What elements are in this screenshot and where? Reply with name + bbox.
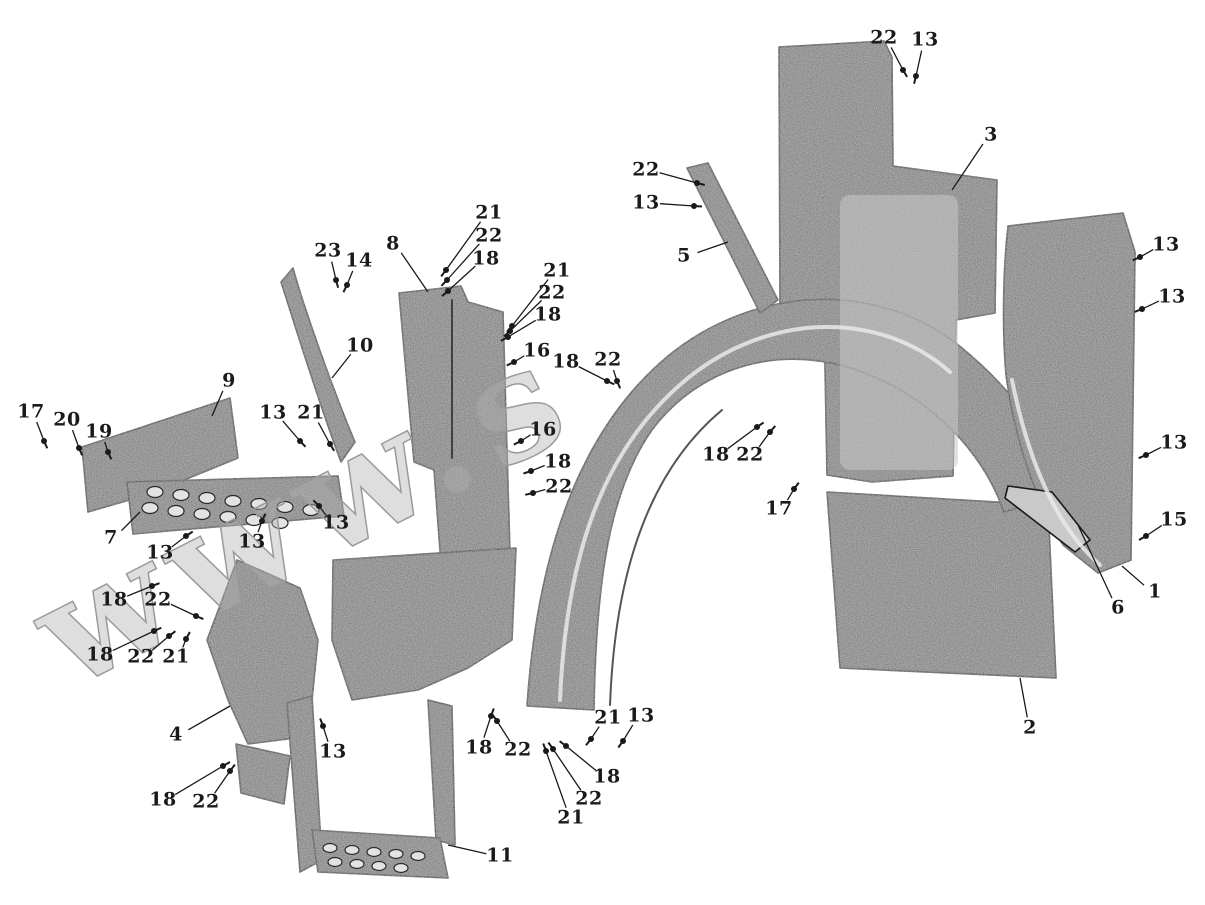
part-stay-strip bbox=[280, 267, 356, 463]
part-step-box-right-wall bbox=[427, 699, 456, 846]
callout-label-18: 18 bbox=[702, 443, 730, 466]
part-fender-side bbox=[1002, 212, 1136, 574]
callout-label-13: 13 bbox=[632, 191, 660, 214]
callout-label-8: 8 bbox=[386, 232, 400, 255]
tread-holes-upper bbox=[141, 485, 320, 530]
callout-label-21: 21 bbox=[543, 259, 571, 282]
callout-label-11: 11 bbox=[486, 844, 514, 867]
callout-label-13: 13 bbox=[319, 740, 347, 763]
callout-label-22: 22 bbox=[538, 281, 566, 304]
callout-label-21: 21 bbox=[475, 201, 503, 224]
callout-label-22: 22 bbox=[545, 475, 573, 498]
callout-label-17: 17 bbox=[765, 497, 793, 520]
callout-label-13: 13 bbox=[1158, 285, 1186, 308]
callout-label-21: 21 bbox=[594, 706, 622, 729]
tread-holes-lower bbox=[322, 842, 426, 874]
callout-label-13: 13 bbox=[322, 511, 350, 534]
arch-highlight-outer bbox=[558, 325, 952, 702]
rear-panel-inner-patch bbox=[840, 195, 958, 470]
callout-label-4: 4 bbox=[169, 723, 183, 746]
callout-label-13: 13 bbox=[1160, 431, 1188, 454]
callout-label-13: 13 bbox=[911, 28, 939, 51]
callout-label-22: 22 bbox=[192, 790, 220, 813]
callout-label-2: 2 bbox=[1023, 716, 1037, 739]
callout-label-22: 22 bbox=[870, 26, 898, 49]
callout-label-18: 18 bbox=[86, 643, 114, 666]
callout-label-22: 22 bbox=[475, 224, 503, 247]
part-splash-panel bbox=[81, 397, 239, 513]
callout-label-13: 13 bbox=[259, 401, 287, 424]
callout-label-22: 22 bbox=[504, 738, 532, 761]
callout-label-18: 18 bbox=[552, 350, 580, 373]
callout-label-5: 5 bbox=[677, 244, 691, 267]
callout-label-22: 22 bbox=[127, 645, 155, 668]
callout-label-18: 18 bbox=[100, 588, 128, 611]
callout-label-19: 19 bbox=[85, 420, 113, 443]
callout-label-16: 16 bbox=[529, 418, 557, 441]
callout-label-18: 18 bbox=[534, 303, 562, 326]
callout-label-18: 18 bbox=[593, 765, 621, 788]
callout-label-22: 22 bbox=[736, 443, 764, 466]
callout-label-21: 21 bbox=[162, 645, 190, 668]
callout-label-16: 16 bbox=[523, 339, 551, 362]
callout-label-18: 18 bbox=[149, 788, 177, 811]
callout-label-23: 23 bbox=[314, 239, 342, 262]
part-support-mid bbox=[331, 547, 517, 701]
callout-label-18: 18 bbox=[544, 450, 572, 473]
callout-label-18: 18 bbox=[472, 247, 500, 270]
callout-label-22: 22 bbox=[632, 158, 660, 181]
arch-inner-line bbox=[609, 409, 723, 706]
callout-label-9: 9 bbox=[222, 369, 236, 392]
callout-label-1: 1 bbox=[1148, 580, 1162, 603]
part-mudflap bbox=[826, 491, 1057, 679]
callout-label-7: 7 bbox=[104, 526, 118, 549]
callout-label-14: 14 bbox=[345, 249, 373, 272]
part-strip-upper bbox=[686, 162, 779, 314]
callout-label-17: 17 bbox=[17, 400, 45, 423]
callout-label-21: 21 bbox=[297, 401, 325, 424]
callout-label-6: 6 bbox=[1111, 596, 1125, 619]
callout-label-13: 13 bbox=[627, 704, 655, 727]
callout-label-15: 15 bbox=[1160, 508, 1188, 531]
callout-label-13: 13 bbox=[1152, 233, 1180, 256]
callout-label-13: 13 bbox=[238, 530, 266, 553]
callout-label-21: 21 bbox=[557, 806, 585, 829]
callout-label-22: 22 bbox=[575, 787, 603, 810]
callout-label-20: 20 bbox=[53, 408, 81, 431]
callout-label-3: 3 bbox=[984, 123, 998, 146]
callout-label-18: 18 bbox=[465, 736, 493, 759]
callout-label-22: 22 bbox=[144, 588, 172, 611]
part-bracket-flap bbox=[235, 743, 291, 805]
callout-label-10: 10 bbox=[346, 334, 374, 357]
callout-label-22: 22 bbox=[594, 348, 622, 371]
callout-label-13: 13 bbox=[146, 541, 174, 564]
